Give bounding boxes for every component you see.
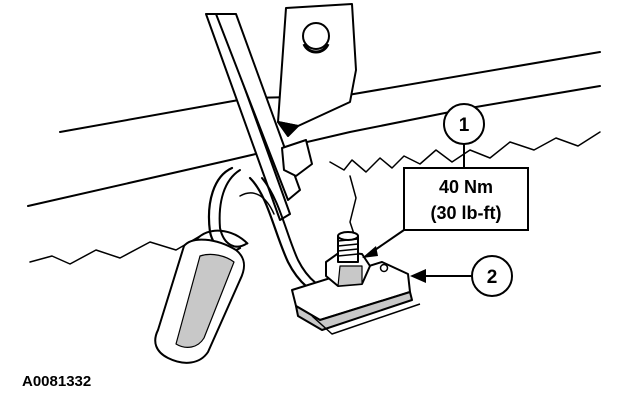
callout-1-label: 1 [459, 115, 470, 136]
callout-2-label: 2 [487, 267, 498, 288]
torque-metric: 40 Nm [439, 177, 493, 197]
callout-2: 2 [410, 255, 513, 297]
torque-imperial: (30 lb-ft) [431, 203, 502, 223]
callout-1: 1 40 Nm (30 lb-ft) [362, 103, 529, 258]
torque-spec-box [403, 167, 529, 231]
buckle-housing [154, 229, 249, 364]
figure-id: A0081332 [22, 373, 91, 390]
plate-hole-icon [379, 263, 389, 273]
anchor-bolt-nut [325, 231, 371, 287]
upper-bracket [277, 3, 357, 137]
callout-1-arrow-icon [362, 246, 378, 258]
anchor-plate [291, 261, 421, 335]
callout-2-arrow-icon [410, 269, 426, 283]
bracket-hole-icon [302, 22, 330, 50]
seat-belt-webbing [205, 13, 313, 221]
